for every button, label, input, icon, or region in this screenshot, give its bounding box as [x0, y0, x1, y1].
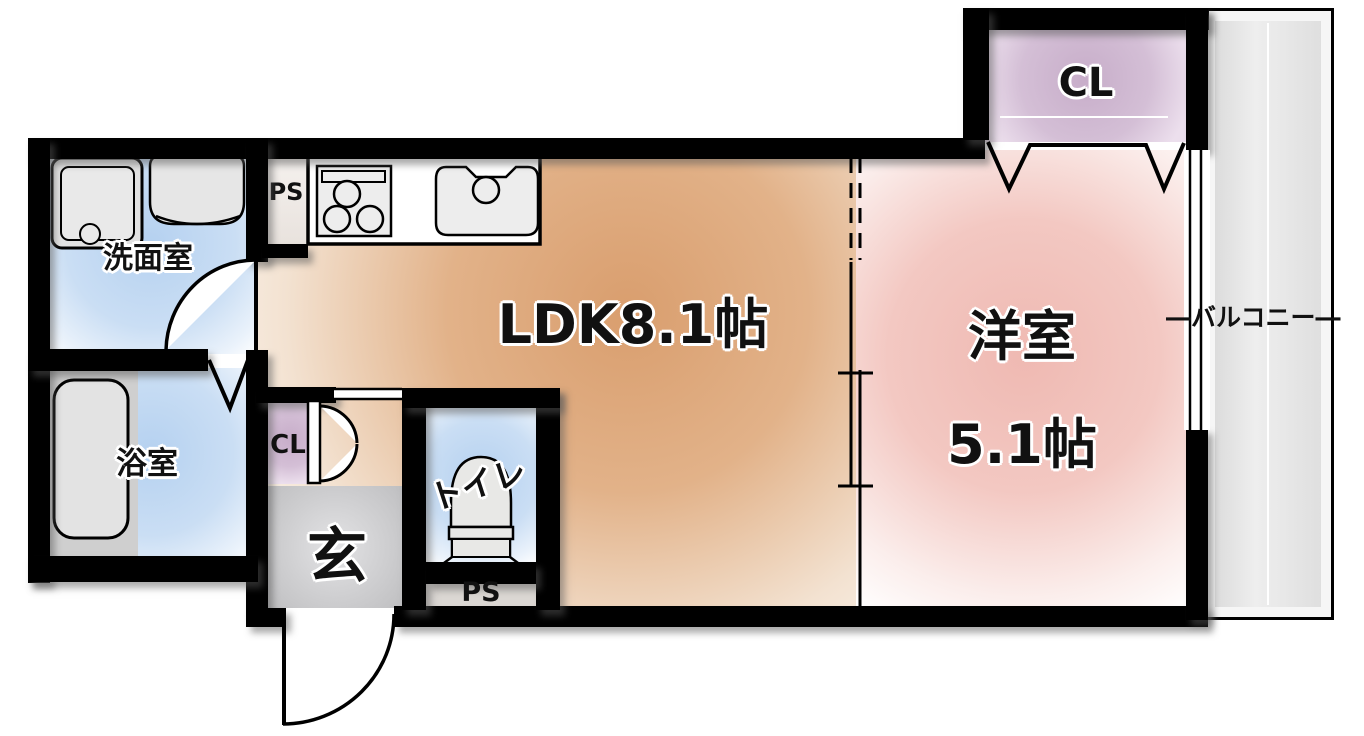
wall-washroom-bottom	[28, 349, 208, 371]
wall-top-right	[963, 8, 1209, 30]
western-room-name-label: 洋室	[968, 305, 1076, 368]
wall-washroom-right	[246, 138, 268, 262]
folding-door-closet-icon	[986, 141, 1186, 195]
folding-door-bathroom-icon	[207, 359, 250, 414]
closet-top-label: CL	[1058, 60, 1114, 106]
washroom-label: 洗面室	[103, 241, 193, 276]
closet-top-floor	[985, 28, 1186, 142]
sink-icon	[434, 165, 540, 237]
kitchen-counter-icon	[306, 154, 542, 246]
balcony-sheen	[1267, 23, 1269, 605]
washing-machine-icon	[50, 156, 144, 250]
wall-hall-top	[256, 387, 336, 403]
wall-entrance-left	[246, 350, 268, 612]
opening-hall-icon	[334, 387, 474, 401]
western-room-floor	[856, 150, 1192, 608]
bathtub-icon	[46, 370, 138, 558]
closet-hall-floor	[268, 402, 312, 484]
wall-right-lower	[1186, 428, 1208, 620]
wash-basin-icon	[148, 154, 246, 226]
wall-toilet-left	[402, 388, 426, 610]
door-entrance-icon	[282, 613, 396, 726]
closet-hall-label: CL	[270, 430, 306, 460]
wall-toilet-top	[402, 388, 560, 408]
door-washroom-icon	[164, 258, 258, 351]
bathroom-label: 浴室	[116, 446, 178, 482]
pipe-space-top-shaft	[268, 150, 308, 246]
wall-toilet-ps-divider	[426, 562, 536, 584]
wall-ps-stub	[262, 244, 308, 258]
wall-bottom-entry-left	[246, 608, 286, 627]
pipe-space-bottom-label: PS	[461, 577, 501, 608]
door-hall-closet-icon	[306, 399, 359, 485]
wall-bottom-main	[394, 606, 1208, 627]
balcony	[1202, 8, 1334, 620]
wall-toilet-right	[536, 388, 560, 610]
sliding-door-partition-icon	[838, 158, 873, 608]
balcony-label: ―バルコニー―	[1166, 303, 1341, 332]
wall-closet-left	[963, 8, 989, 140]
wall-bathroom-bottom	[28, 556, 258, 582]
pipe-space-bottom-floor	[426, 582, 536, 608]
pipe-space-top-label: PS	[268, 178, 304, 206]
ldk-label: LDK8.1帖	[497, 293, 769, 356]
toilet-icon	[443, 455, 519, 564]
western-room-size-label: 5.1帖	[947, 413, 1097, 476]
stove-icon	[315, 164, 393, 238]
entrance-label: 玄	[307, 522, 367, 592]
closet-highlight-line	[1000, 116, 1168, 118]
entrance-floor	[268, 486, 402, 608]
wall-right-upper	[1186, 8, 1208, 150]
window-balcony	[1184, 150, 1210, 430]
